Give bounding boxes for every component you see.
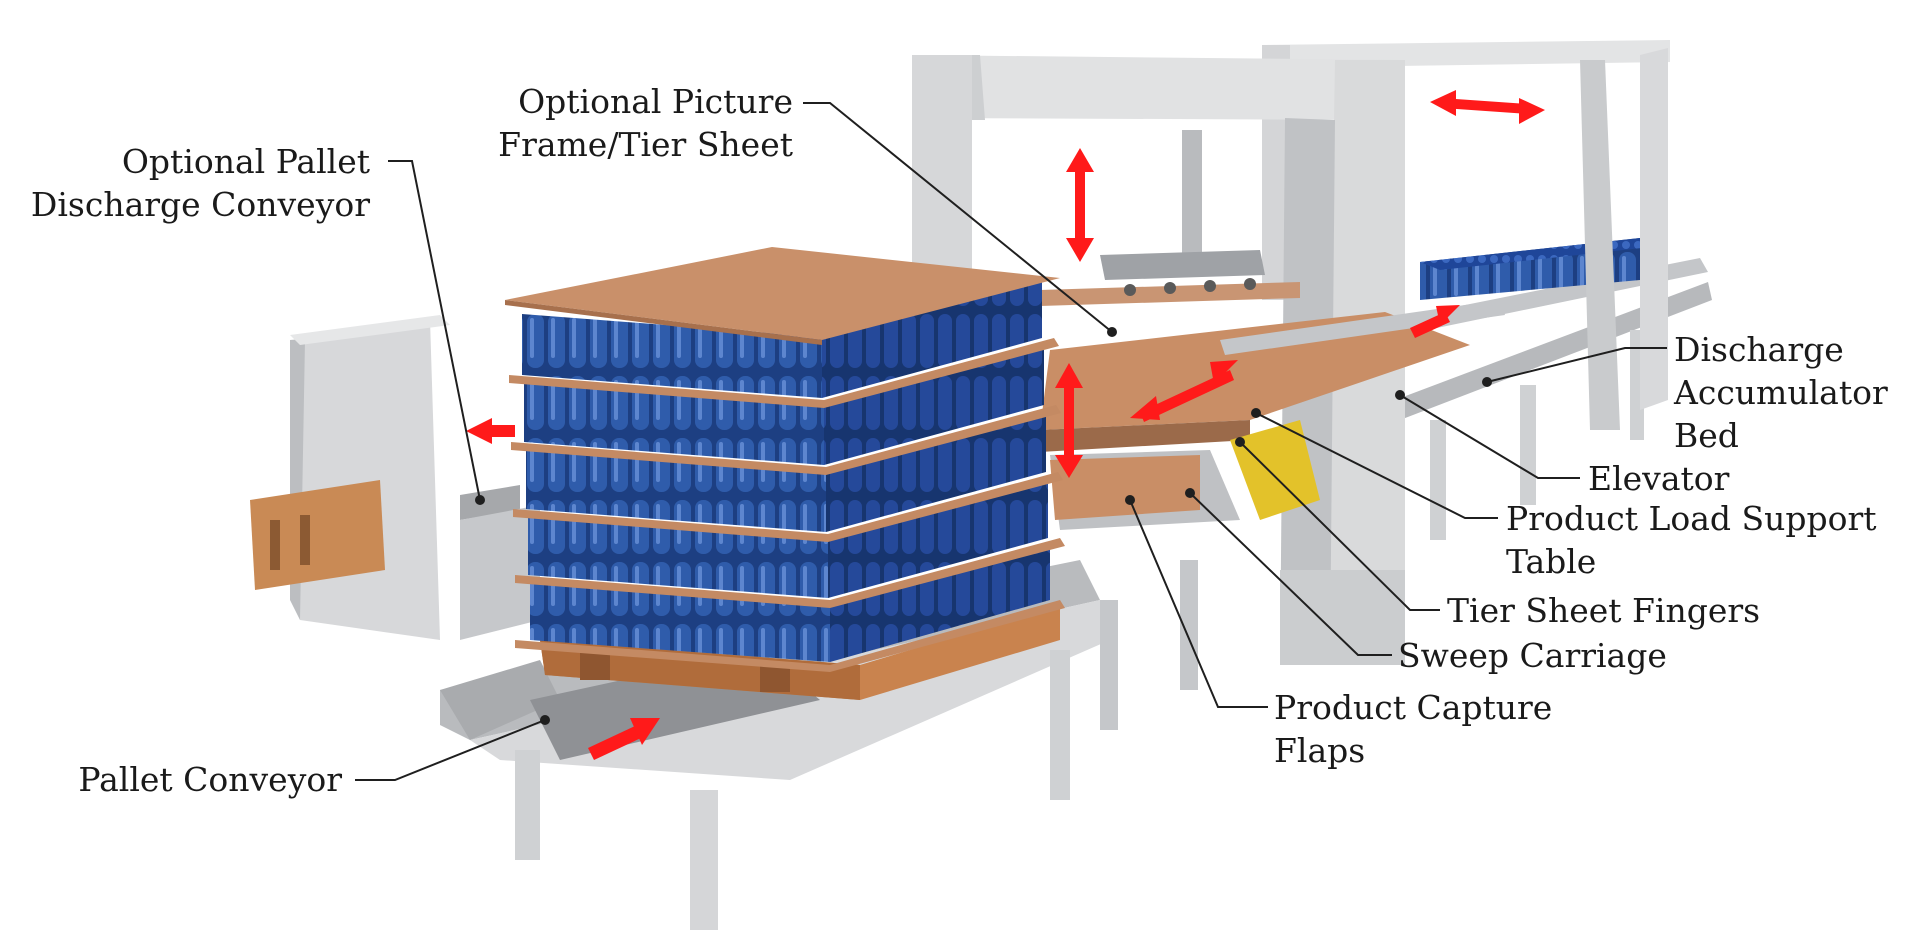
label-optional-pallet-discharge-conveyor: Optional Pallet Discharge Conveyor [30, 142, 370, 224]
horizontal-motion-arrow-icon [1430, 90, 1545, 124]
discharge-arrow-icon [466, 418, 515, 444]
horizontal-motion-arrow-icon [1130, 360, 1238, 422]
machine-illustration [250, 40, 1712, 930]
infeed-arrow-icon [588, 718, 660, 760]
pallet-discharge-conveyor [250, 315, 540, 640]
picture-frame-tool [1040, 130, 1300, 306]
vertical-motion-arrow-icon [1066, 148, 1094, 262]
leader-pallet-conveyor [355, 719, 546, 781]
leader-picture-frame [803, 102, 1113, 333]
label-discharge-accumulator-bed: Discharge Accumulator Bed [1674, 330, 1888, 455]
label-optional-picture-frame-tier-sheet: Optional Picture Frame/Tier Sheet [498, 82, 793, 164]
leader-load-support [1255, 412, 1498, 519]
leader-accumulator [1486, 347, 1667, 383]
motion-arrows [466, 90, 1545, 760]
leader-dots [475, 327, 1492, 725]
label-tier-sheet-fingers: Tier Sheet Fingers [1447, 591, 1761, 630]
leader-capture-flaps [1129, 499, 1268, 708]
palletized-load [505, 247, 1065, 672]
gantry-frame-front [912, 55, 1405, 665]
gantry-frame-rear [1262, 40, 1670, 430]
product-load-support-table [1040, 300, 1505, 530]
leader-pallet-discharge [388, 160, 481, 501]
label-product-load-support-table: Product Load Support Table [1506, 499, 1877, 581]
leader-elevator [1399, 394, 1580, 479]
label-elevator: Elevator [1588, 459, 1730, 498]
label-pallet-conveyor: Pallet Conveyor [78, 760, 342, 799]
leader-tier-sheet-fingers [1239, 441, 1440, 611]
leader-lines [355, 102, 1667, 781]
discharge-arrow-icon [1410, 305, 1460, 338]
vertical-motion-arrow-icon [1055, 363, 1083, 478]
leader-sweep-carriage [1189, 492, 1392, 656]
label-sweep-carriage: Sweep Carriage [1398, 636, 1667, 675]
label-product-capture-flaps: Product Capture Flaps [1274, 688, 1553, 770]
